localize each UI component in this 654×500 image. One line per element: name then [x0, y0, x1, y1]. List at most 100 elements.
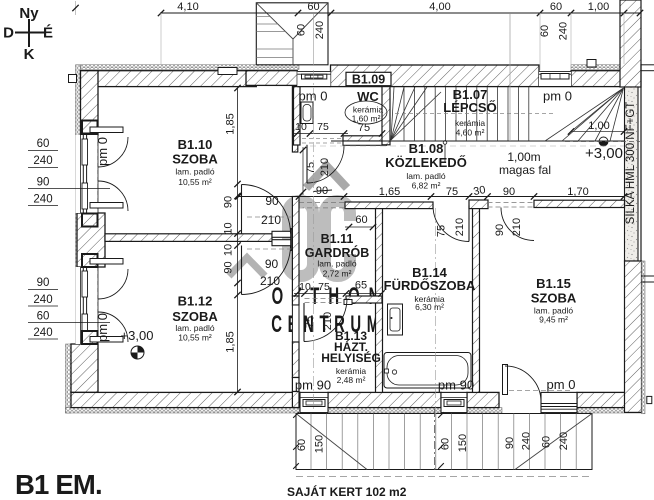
svg-text:240: 240: [558, 22, 570, 40]
svg-text:60: 60: [550, 1, 562, 13]
svg-text:kerámia: kerámia: [414, 294, 445, 304]
svg-text:kerámia: kerámia: [353, 105, 384, 115]
svg-text:9,45 m²: 9,45 m²: [539, 315, 568, 325]
svg-text:30: 30: [472, 184, 486, 198]
svg-text:6,82 m²: 6,82 m²: [412, 181, 441, 191]
svg-text:1,85: 1,85: [225, 331, 237, 352]
svg-text:75: 75: [446, 186, 458, 198]
svg-text:SILKA HML 300 NF+GT: SILKA HML 300 NF+GT: [625, 102, 637, 225]
svg-text:240: 240: [33, 327, 52, 339]
svg-text:Ny: Ny: [19, 5, 39, 22]
svg-text:pm 0: pm 0: [547, 377, 576, 392]
svg-text:60: 60: [296, 439, 308, 451]
svg-text:60: 60: [539, 25, 551, 37]
svg-text:210: 210: [319, 158, 331, 176]
svg-text:SZOBA: SZOBA: [172, 309, 218, 324]
svg-text:HELYISÉG: HELYISÉG: [321, 350, 381, 365]
svg-text:CENTRUM: CENTRUM: [271, 312, 384, 338]
svg-text:2,72 m²: 2,72 m²: [323, 269, 352, 279]
svg-text:B1.08: B1.08: [409, 141, 444, 156]
svg-text:FÜRDŐSZOBA: FÜRDŐSZOBA: [384, 278, 476, 293]
svg-text:É: É: [43, 25, 53, 42]
svg-text:pm 0: pm 0: [95, 137, 110, 166]
svg-text:90: 90: [494, 224, 506, 236]
svg-text:210: 210: [454, 218, 466, 236]
svg-text:60: 60: [355, 214, 367, 226]
svg-text:B1.09: B1.09: [352, 73, 385, 87]
svg-text:HÁZT.: HÁZT.: [334, 339, 368, 354]
svg-text:pm 90: pm 90: [295, 378, 331, 393]
svg-text:KÖZLEKEDŐ: KÖZLEKEDŐ: [385, 155, 467, 170]
svg-text:90: 90: [504, 437, 516, 449]
svg-text:60: 60: [296, 24, 308, 36]
svg-text:+3,00: +3,00: [121, 328, 154, 343]
svg-text:B1.11: B1.11: [321, 232, 354, 246]
svg-text:90: 90: [223, 196, 235, 208]
svg-text:75: 75: [318, 281, 330, 293]
svg-text:240: 240: [33, 294, 52, 306]
svg-text:D: D: [3, 25, 14, 42]
svg-text:WC: WC: [357, 89, 379, 104]
svg-text:90: 90: [37, 177, 50, 189]
svg-text:B1.12: B1.12: [178, 294, 213, 309]
svg-text:90: 90: [265, 194, 279, 208]
svg-text:75: 75: [317, 121, 329, 133]
svg-text:B1.07: B1.07: [453, 87, 488, 102]
svg-text:75: 75: [304, 316, 316, 328]
svg-text:+3,00: +3,00: [585, 145, 623, 162]
svg-text:10,55 m²: 10,55 m²: [178, 177, 212, 187]
svg-text:150: 150: [314, 435, 326, 453]
svg-text:4,60 m²: 4,60 m²: [456, 128, 485, 138]
svg-text:90: 90: [223, 261, 235, 273]
svg-text:210: 210: [511, 218, 523, 236]
svg-text:lam. padló: lam. padló: [406, 171, 445, 181]
svg-text:210: 210: [261, 213, 281, 227]
svg-text:75: 75: [305, 162, 317, 174]
svg-text:240: 240: [33, 194, 52, 206]
svg-text:90: 90: [265, 257, 279, 271]
svg-text:B1 EM.: B1 EM.: [15, 469, 102, 500]
svg-text:10,55 m²: 10,55 m²: [178, 333, 212, 343]
svg-text:B1.15: B1.15: [536, 276, 571, 291]
svg-text:pm 90: pm 90: [438, 378, 474, 393]
svg-text:pm 0: pm 0: [543, 89, 572, 104]
svg-text:90: 90: [503, 186, 515, 198]
svg-text:60: 60: [307, 1, 319, 13]
svg-text:75: 75: [436, 225, 448, 237]
svg-text:60: 60: [440, 438, 452, 450]
svg-text:10: 10: [223, 222, 235, 234]
svg-text:B1.14: B1.14: [412, 265, 447, 280]
svg-text:pm 0: pm 0: [299, 89, 328, 104]
svg-text:240: 240: [521, 432, 533, 450]
svg-text:1,00: 1,00: [588, 120, 609, 132]
svg-text:SZOBA: SZOBA: [531, 291, 577, 306]
svg-text:10: 10: [295, 121, 307, 133]
svg-text:GARDRÓB: GARDRÓB: [305, 245, 370, 260]
svg-text:240: 240: [558, 432, 570, 450]
svg-text:4,00: 4,00: [429, 1, 450, 13]
svg-text:75: 75: [358, 122, 370, 134]
svg-text:LÉPCSŐ: LÉPCSŐ: [443, 100, 496, 115]
svg-text:SAJÁT KERT 102 m2: SAJÁT KERT 102 m2: [287, 484, 407, 499]
svg-text:kerámia: kerámia: [336, 366, 367, 376]
svg-text:240: 240: [314, 21, 326, 39]
svg-text:240: 240: [33, 155, 52, 167]
svg-text:1,00m: 1,00m: [507, 150, 540, 164]
svg-text:1,70: 1,70: [567, 186, 588, 198]
svg-text:1,65: 1,65: [379, 186, 400, 198]
svg-text:65: 65: [355, 280, 367, 292]
svg-text:4,10: 4,10: [177, 1, 198, 13]
svg-text:kerámia: kerámia: [455, 118, 486, 128]
svg-text:lam. padló: lam. padló: [175, 167, 214, 177]
svg-text:lam. padló: lam. padló: [534, 306, 573, 316]
svg-text:SZOBA: SZOBA: [172, 152, 218, 167]
svg-text:90: 90: [37, 277, 50, 289]
svg-text:B1.13: B1.13: [335, 329, 367, 343]
svg-text:1,85: 1,85: [225, 113, 237, 134]
svg-text:1,60 m²: 1,60 m²: [352, 114, 381, 124]
svg-text:lam. padló: lam. padló: [175, 323, 214, 333]
svg-text:60: 60: [541, 436, 553, 448]
svg-text:K: K: [24, 46, 35, 63]
svg-text:10: 10: [299, 281, 311, 293]
svg-text:B1.10: B1.10: [178, 137, 213, 152]
